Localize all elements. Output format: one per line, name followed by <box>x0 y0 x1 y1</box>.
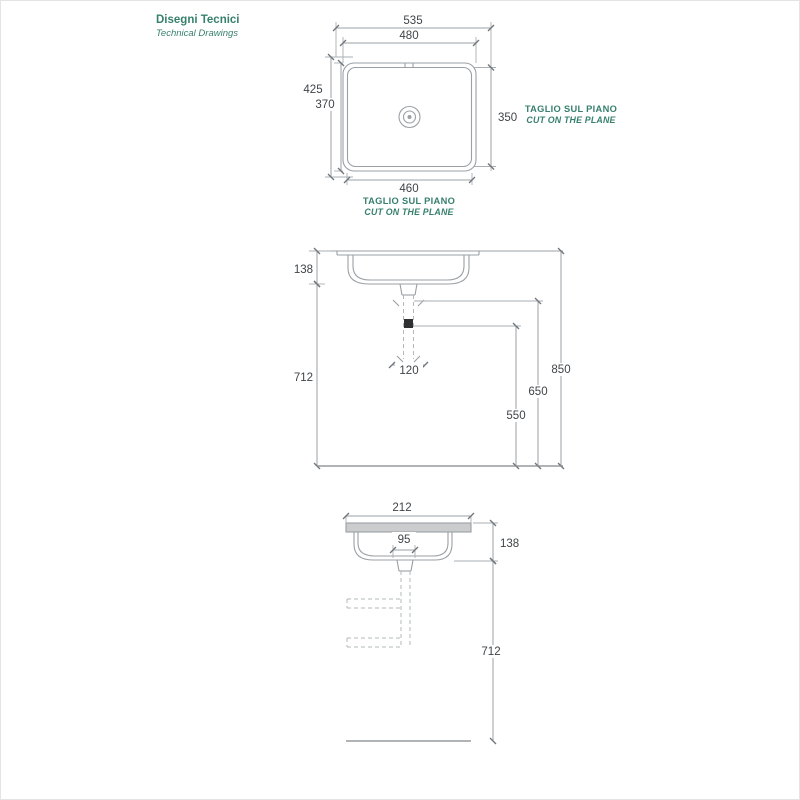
side-view-labels: 212 95 138 712 <box>392 502 519 658</box>
front-view-pipe-dashed <box>403 295 414 359</box>
drain-flange <box>414 283 418 296</box>
dim-label-cut-depth: 425 <box>303 84 322 96</box>
basin-inner-edge <box>346 66 473 168</box>
dim-label-bottom-width: 460 <box>399 183 418 195</box>
cut-plane-label-right-en: CUT ON THE PLANE <box>526 115 616 125</box>
drawing-header: Disegni Tecnici Technical Drawings <box>156 14 240 39</box>
top-view-dimension-lines <box>327 24 495 184</box>
dim-label-mid-height: 650 <box>528 386 547 398</box>
dim-label-worktop-height: 850 <box>551 364 570 376</box>
dim-label-basin-height: 138 <box>294 264 313 276</box>
drain-flange-section <box>410 559 414 572</box>
top-view-labels: 535 480 425 370 350 460 TAGLIO SUL PIANO… <box>300 15 617 217</box>
dim-label-drain-width: 120 <box>399 365 418 377</box>
drain-hole-inner <box>402 110 417 124</box>
drain-valve <box>404 319 413 328</box>
drain-flange <box>399 283 403 296</box>
dim-label-clearance-side: 712 <box>481 646 500 658</box>
side-view-dimension-lines <box>342 512 497 745</box>
front-view-dimension-lines <box>313 247 565 470</box>
cut-plane-label-bottom-en: CUT ON THE PLANE <box>364 207 454 217</box>
front-view <box>331 250 563 363</box>
top-view <box>342 62 477 172</box>
dim-label-cut-width: 535 <box>403 15 422 27</box>
page-subtitle: Technical Drawings <box>156 28 239 39</box>
dim-label-top-depth: 212 <box>392 502 411 514</box>
dim-label-outer-depth: 370 <box>315 99 334 111</box>
front-view-extension-lines <box>309 250 543 327</box>
cut-plane-label-bottom-it: TAGLIO SUL PIANO <box>363 196 455 206</box>
dim-label-trap-height: 550 <box>506 410 525 422</box>
top-view-extension-lines <box>325 22 496 185</box>
bowl-inner-profile <box>352 255 465 281</box>
bowl-outer-section <box>353 532 453 561</box>
dim-label-clearance: 712 <box>294 372 313 384</box>
front-view-labels: 138 712 120 850 650 550 <box>294 264 574 422</box>
side-view-pipe-dashed <box>346 571 411 648</box>
dim-label-drain-offset: 95 <box>398 534 411 546</box>
dim-label-basin-height-side: 138 <box>500 538 519 550</box>
side-view <box>345 522 472 572</box>
bowl-inner-section <box>357 532 449 557</box>
bowl-outer-profile <box>347 255 470 285</box>
cut-plane-label-right-it: TAGLIO SUL PIANO <box>525 104 617 114</box>
dim-label-outer-width: 480 <box>399 30 418 42</box>
page-title: Disegni Tecnici <box>156 14 240 26</box>
worktop-slab <box>345 522 472 533</box>
drain-hole-outer <box>398 105 421 129</box>
dim-label-right-depth: 350 <box>498 112 517 124</box>
drain-flange-section <box>396 559 400 572</box>
drain-hole-center <box>407 115 412 119</box>
